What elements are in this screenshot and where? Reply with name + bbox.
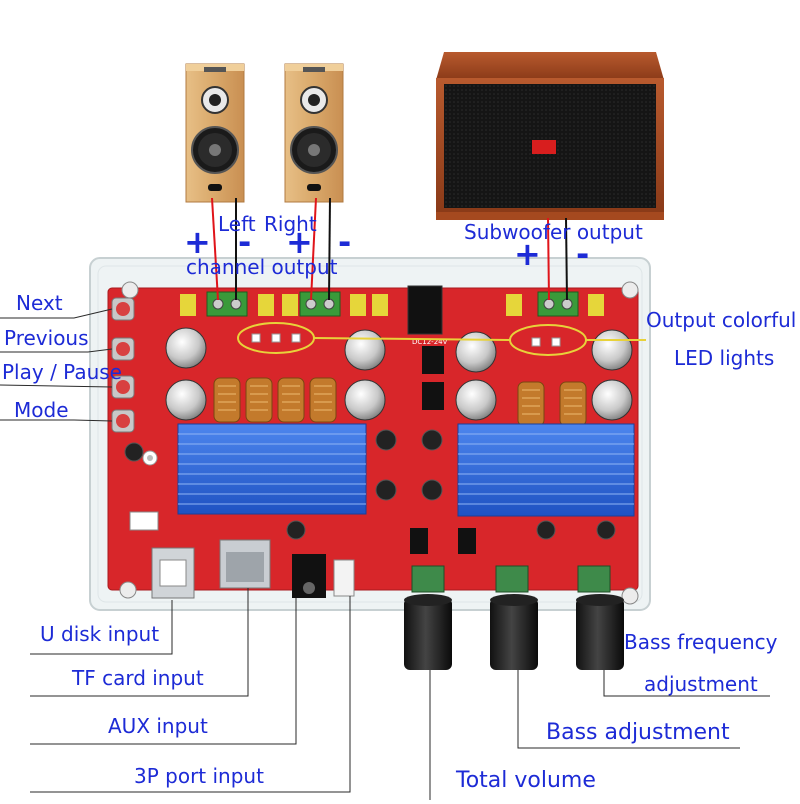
- bass-frequency-label: Bass frequency: [624, 630, 778, 654]
- left-plus-sign: +: [184, 223, 211, 261]
- u-disk-input-label: U disk input: [40, 622, 160, 646]
- previous-label: Previous: [4, 326, 89, 350]
- adjustment-label: adjustment: [644, 672, 758, 696]
- output-colorful-label: Output colorful: [646, 308, 797, 332]
- next-label: Next: [16, 291, 63, 315]
- sub-plus-sign: +: [514, 235, 541, 273]
- subwoofer-output-label: Subwoofer output: [464, 220, 643, 244]
- port-3p-input-label: 3P port input: [134, 764, 264, 788]
- channel-output-label: channel output: [186, 255, 338, 279]
- aux-input-label: AUX input: [108, 714, 208, 738]
- right-speaker: [284, 63, 344, 203]
- left-minus-sign: -: [238, 223, 252, 261]
- sub-minus-sign: -: [576, 235, 590, 273]
- mode-label: Mode: [14, 398, 69, 422]
- knobs: [404, 594, 624, 670]
- right-plus-sign: +: [286, 223, 313, 261]
- bass-adjustment-label: Bass adjustment: [546, 720, 730, 745]
- left-speaker: [185, 63, 245, 203]
- right-label: Right: [264, 212, 317, 236]
- voltage-silkscreen: DC12-24V: [412, 338, 448, 346]
- right-minus-sign: -: [338, 223, 352, 261]
- subwoofer-cabinet: [436, 52, 664, 220]
- pcb-board: DC12-24V: [107, 281, 639, 605]
- leader-lines: [0, 308, 770, 800]
- total-volume-label: Total volume: [456, 768, 596, 793]
- play-pause-label: Play / Pause: [2, 360, 122, 384]
- tf-card-input-label: TF card input: [72, 666, 204, 690]
- speaker-wires: [211, 197, 568, 301]
- led-lights-label: LED lights: [674, 346, 775, 370]
- left-label: Left: [218, 212, 256, 236]
- led-callout-rings: [237, 322, 646, 356]
